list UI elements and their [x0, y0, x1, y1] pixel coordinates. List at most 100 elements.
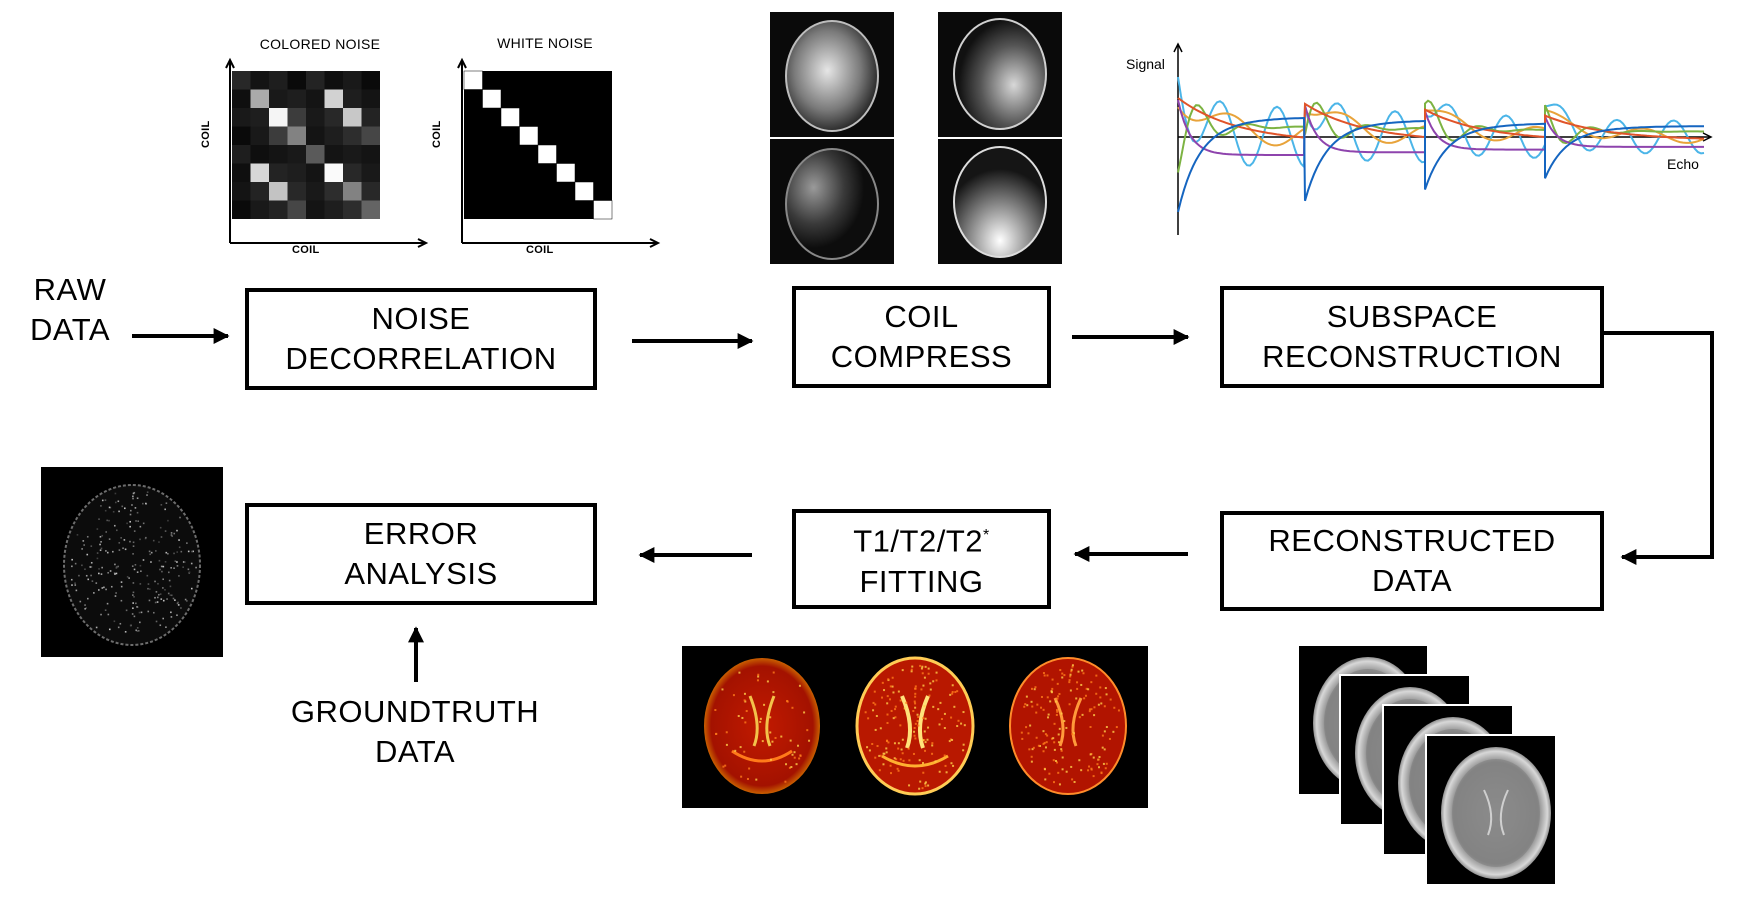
error-speckle-dot	[164, 530, 167, 532]
error-speckle-dot	[160, 536, 163, 538]
error-speckle-dot	[136, 630, 139, 632]
map-texture-dot	[956, 690, 959, 693]
map-texture-dot	[1089, 725, 1092, 728]
error-speckle-dot	[192, 550, 195, 553]
map-texture-dot	[1069, 675, 1072, 678]
error-speckle-dot	[139, 538, 141, 541]
map-texture-dot	[954, 691, 957, 694]
error-speckle-dot	[176, 561, 178, 563]
error-speckle-dot	[113, 620, 116, 623]
error-speckle-dot	[90, 566, 93, 568]
map-texture-dot	[1056, 682, 1059, 685]
map-texture-dot	[1057, 741, 1060, 744]
colored-noise-cell	[232, 163, 251, 182]
map-texture-dot	[1071, 664, 1074, 667]
error-speckle-dot	[173, 567, 175, 569]
error-speckle-dot	[95, 582, 98, 584]
map-texture-dot	[1060, 749, 1063, 752]
colored-axis-x: COIL	[292, 244, 320, 256]
map-texture-dot	[937, 708, 940, 711]
error-speckle-dot	[177, 604, 180, 606]
error-speckle-dot	[74, 582, 76, 584]
error-speckle-dot	[115, 592, 117, 594]
error-speckle-dot	[186, 600, 188, 602]
error-speckle-dot	[184, 598, 187, 601]
error-speckle-dot	[103, 586, 105, 589]
signal-series-1	[1177, 76, 1705, 170]
map-texture-dot	[924, 665, 927, 668]
error-speckle-dot	[101, 566, 103, 569]
map-texture-dot	[1038, 744, 1041, 747]
colored-noise-cell	[306, 71, 325, 90]
error-speckle-dot	[120, 585, 123, 588]
map-texture-dot	[951, 684, 954, 687]
error-speckle-dot	[87, 578, 90, 581]
colored-axis-y: COIL	[200, 120, 212, 148]
map-texture-dot	[1099, 686, 1102, 689]
error-speckle-dot	[142, 559, 145, 561]
map-texture-dot	[920, 688, 923, 691]
map-texture-dot	[887, 741, 890, 744]
map-texture-dot	[897, 747, 900, 750]
colored-noise-cell	[269, 163, 288, 182]
parameter-maps	[682, 646, 1148, 808]
error-speckle-dot	[149, 553, 151, 556]
error-speckle-dot	[105, 588, 107, 591]
map-texture-dot	[1044, 778, 1047, 781]
error-speckle-dot	[140, 570, 142, 573]
error-speckle-dot	[84, 604, 86, 606]
map-texture-dot	[886, 713, 889, 716]
colored-noise-cell	[250, 108, 269, 127]
map-texture-dot	[774, 736, 777, 739]
map-texture-dot	[871, 742, 874, 745]
colored-noise-cell	[287, 182, 306, 201]
error-speckle-dot	[167, 571, 170, 574]
error-speckle-dot	[120, 599, 123, 602]
map-texture-dot	[1084, 694, 1087, 697]
error-speckle-dot	[165, 502, 168, 505]
map-texture-dot	[918, 787, 921, 790]
map-texture-dot	[1100, 702, 1103, 705]
map-texture-dot	[1080, 683, 1083, 686]
map-texture-dot	[897, 742, 900, 745]
white-noise-title: WHITE NOISE	[497, 35, 593, 51]
colored-noise-cell	[343, 126, 362, 145]
map-texture-dot	[1029, 724, 1032, 727]
white-noise-diag-cell	[556, 163, 576, 183]
error-speckle-dot	[167, 592, 170, 595]
error-speckle-dot	[100, 505, 102, 507]
map-texture-dot	[1076, 681, 1079, 684]
map-texture-dot	[886, 702, 889, 705]
error-speckle-dot	[81, 548, 83, 550]
map-texture-dot	[732, 694, 735, 697]
error-speckle-dot	[113, 572, 116, 574]
map-texture-dot	[939, 701, 942, 704]
error-speckle-dot	[124, 548, 127, 551]
map-texture-dot	[714, 709, 717, 712]
error-speckle-dot	[132, 541, 135, 544]
colored-noise-cell	[287, 89, 306, 108]
colored-noise-cell	[361, 89, 380, 108]
map-texture-dot	[1042, 708, 1045, 711]
error-speckle-dot	[75, 589, 78, 592]
map-texture-dot	[902, 759, 905, 762]
error-speckle-dot	[117, 565, 120, 568]
error-speckle-dot	[150, 551, 153, 554]
error-speckle-dot	[180, 607, 182, 609]
map-texture-dot	[1037, 744, 1040, 747]
error-speckle-dot	[129, 520, 131, 523]
map-texture-dot	[796, 744, 799, 747]
error-speckle-dot	[152, 611, 155, 614]
error-speckle-dot	[93, 592, 95, 594]
map-texture-dot	[1077, 670, 1080, 673]
map-texture-dot	[1035, 711, 1038, 714]
error-speckle-dot	[165, 626, 167, 628]
map-texture-dot	[1032, 746, 1035, 749]
map-texture-dot	[1068, 681, 1071, 684]
error-speckle-dot	[114, 563, 116, 566]
map-texture-dot	[715, 732, 718, 735]
map-texture-dot	[1098, 755, 1101, 758]
map-texture-dot	[1093, 714, 1096, 717]
map-texture-dot	[806, 729, 809, 732]
map-texture-dot	[1073, 780, 1076, 783]
